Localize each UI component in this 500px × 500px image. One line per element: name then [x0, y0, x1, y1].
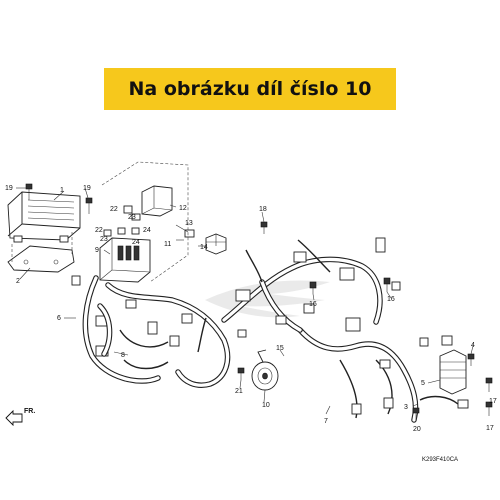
banner-text: Na obrázku díl číslo 10	[128, 78, 372, 100]
ignition-coil	[439, 349, 467, 395]
callout-5: 5	[421, 380, 425, 387]
bolt-19-left	[25, 183, 33, 200]
callout-17-lower: 17	[486, 425, 494, 432]
callout-24-lower: 24	[132, 239, 140, 246]
clip-16-right	[383, 277, 391, 292]
callout-13: 13	[185, 220, 193, 227]
callout-23-lower: 23	[100, 236, 108, 243]
callout-11: 11	[164, 241, 171, 248]
callout-7: 7	[324, 418, 328, 425]
callout-22-upper: 22	[110, 206, 118, 213]
horn	[251, 349, 279, 391]
callout-6: 6	[57, 315, 61, 322]
callout-14: 14	[200, 244, 208, 251]
diagram-code: K293F410CA	[422, 457, 458, 463]
part-number-banner: Na obrázku díl číslo 10	[104, 68, 396, 110]
leader-lines	[16, 187, 474, 415]
callout-2: 2	[16, 278, 20, 285]
callout-15: 15	[276, 345, 284, 352]
callout-8: 8	[121, 352, 125, 359]
relay-13	[184, 229, 195, 238]
callout-3: 3	[404, 404, 408, 411]
main-wire-harness	[82, 239, 419, 423]
callout-16-left: 16	[309, 301, 317, 308]
callout-17-upper: 17	[489, 398, 497, 405]
relay-box	[123, 185, 173, 221]
callout-22-lower: 22	[95, 227, 103, 234]
bolt-19-right	[85, 197, 93, 214]
front-arrow-icon	[5, 409, 23, 427]
callout-19-right: 19	[83, 185, 91, 192]
callout-4: 4	[471, 342, 475, 349]
callout-20: 20	[413, 426, 421, 433]
callout-1: 1	[60, 187, 64, 194]
callout-24-upper: 24	[143, 227, 151, 234]
bolt-4	[467, 353, 475, 366]
plug-cap	[419, 395, 469, 409]
callout-21: 21	[235, 388, 243, 395]
callout-19-left: 19	[5, 185, 13, 192]
callout-10: 10	[262, 402, 270, 409]
part-callouts: 1 2 3 4 5 6 7 8 9 10 11 12 13 14 15 16 1…	[5, 185, 497, 433]
clip-16-left	[309, 281, 317, 294]
callout-18: 18	[259, 206, 267, 213]
relay-14	[205, 233, 227, 255]
front-direction-marker: FR.	[5, 408, 35, 427]
bolt-20	[412, 407, 420, 420]
sub-harness-8	[97, 303, 113, 357]
harness-connectors	[71, 237, 453, 415]
ecu-bracket	[7, 232, 75, 273]
callout-12: 12	[179, 205, 187, 212]
bolt-18	[260, 221, 268, 234]
ecu-unit	[7, 191, 81, 243]
front-label: FR.	[24, 408, 35, 415]
fuse-box	[99, 227, 151, 283]
group-frame-12	[101, 161, 189, 283]
callout-23-upper: 23	[128, 214, 136, 221]
callout-16-right: 16	[387, 296, 395, 303]
bolt-17-upper	[485, 377, 493, 392]
callout-9: 9	[95, 247, 99, 254]
bolt-21	[237, 367, 245, 380]
bolt-17-lower	[485, 401, 493, 416]
